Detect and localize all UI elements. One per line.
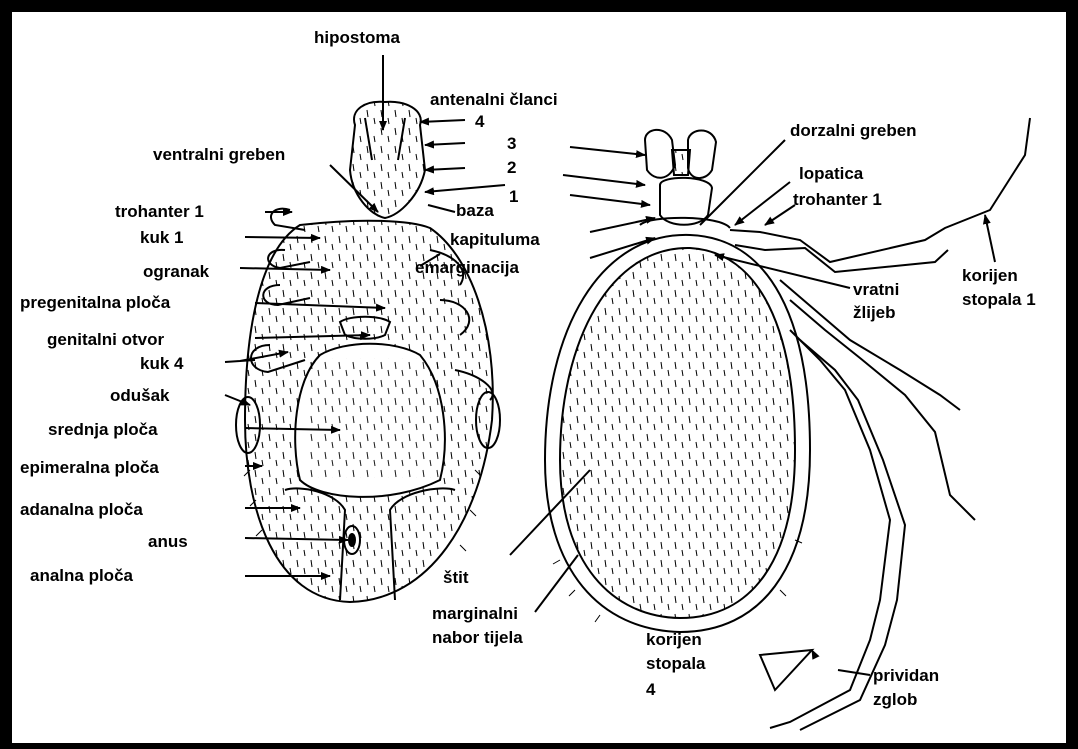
label-korijen-4: korijen — [646, 630, 702, 649]
arrow-seg-right-2 — [563, 175, 645, 185]
arrow-seg-right-3 — [570, 147, 645, 155]
arrow-lopatica — [735, 182, 790, 225]
label-srednja-ploca: srednja ploča — [48, 420, 158, 439]
label-vratni: vratni — [853, 280, 899, 299]
label-nabor-tijela: nabor tijela — [432, 628, 523, 647]
ventral-view — [236, 102, 500, 602]
label-seg4: 4 — [475, 112, 484, 131]
label-pregenitalna-ploca: pregenitalna ploča — [20, 293, 170, 312]
label-odusak: odušak — [110, 386, 170, 405]
arrow-seg-right-1 — [570, 195, 650, 205]
label-ogranak: ogranak — [143, 262, 209, 281]
label-ventralni-greben: ventralni greben — [153, 145, 285, 164]
label-stopala-1: stopala 1 — [962, 290, 1036, 309]
label-trohanter1-left: trohanter 1 — [115, 202, 204, 221]
label-stit: štit — [443, 568, 469, 587]
arrow-seg3 — [425, 143, 465, 145]
label-zlijeb: žlijeb — [853, 303, 896, 322]
capitulum-dorsal — [645, 130, 675, 178]
label-kapituluma: kapituluma — [450, 230, 540, 249]
label-anus: anus — [148, 532, 188, 551]
label-stopala-4: stopala — [646, 654, 706, 673]
label-kuk4: kuk 4 — [140, 354, 183, 373]
label-baza: baza — [456, 201, 494, 220]
label-korijen-1: korijen — [962, 266, 1018, 285]
label-kuk1: kuk 1 — [140, 228, 183, 247]
label-seg3: 3 — [507, 134, 516, 153]
label-seg2: 2 — [507, 158, 516, 177]
label-adanalna-ploca: adanalna ploča — [20, 500, 143, 519]
arrow-marginalni — [535, 555, 578, 612]
label-epimeralna-ploca: epimeralna ploča — [20, 458, 159, 477]
arrow-seg1 — [425, 185, 505, 192]
label-lopatica: lopatica — [799, 164, 863, 183]
label-emarginacija: emarginacija — [415, 258, 519, 277]
label-4: 4 — [646, 680, 655, 699]
label-marginalni: marginalni — [432, 604, 518, 623]
label-genitalni-otvor: genitalni otvor — [47, 330, 164, 349]
arrow-baza-right — [590, 218, 655, 232]
label-dorzalni-greben: dorzalni greben — [790, 121, 917, 140]
arrow-korijen1 — [985, 215, 995, 262]
label-antenalni-clanci: antenalni članci — [430, 90, 558, 109]
label-hipostoma: hipostoma — [314, 28, 400, 47]
arrow-dorzalni — [700, 140, 785, 225]
label-prividan: prividan — [873, 666, 939, 685]
arrow-kuk1 — [245, 237, 320, 238]
label-seg1: 1 — [509, 187, 518, 206]
arrow-trohanter-right — [765, 205, 795, 225]
capitulum-ventral — [350, 102, 425, 218]
arrow-seg2 — [425, 168, 465, 170]
label-trohanter1-right: trohanter 1 — [793, 190, 882, 209]
arrow-baza — [428, 205, 455, 212]
label-analna-ploca: analna ploča — [30, 566, 133, 585]
label-zglob: zglob — [873, 690, 917, 709]
arrow-prividan — [760, 650, 870, 690]
arrow-seg4 — [420, 120, 465, 122]
